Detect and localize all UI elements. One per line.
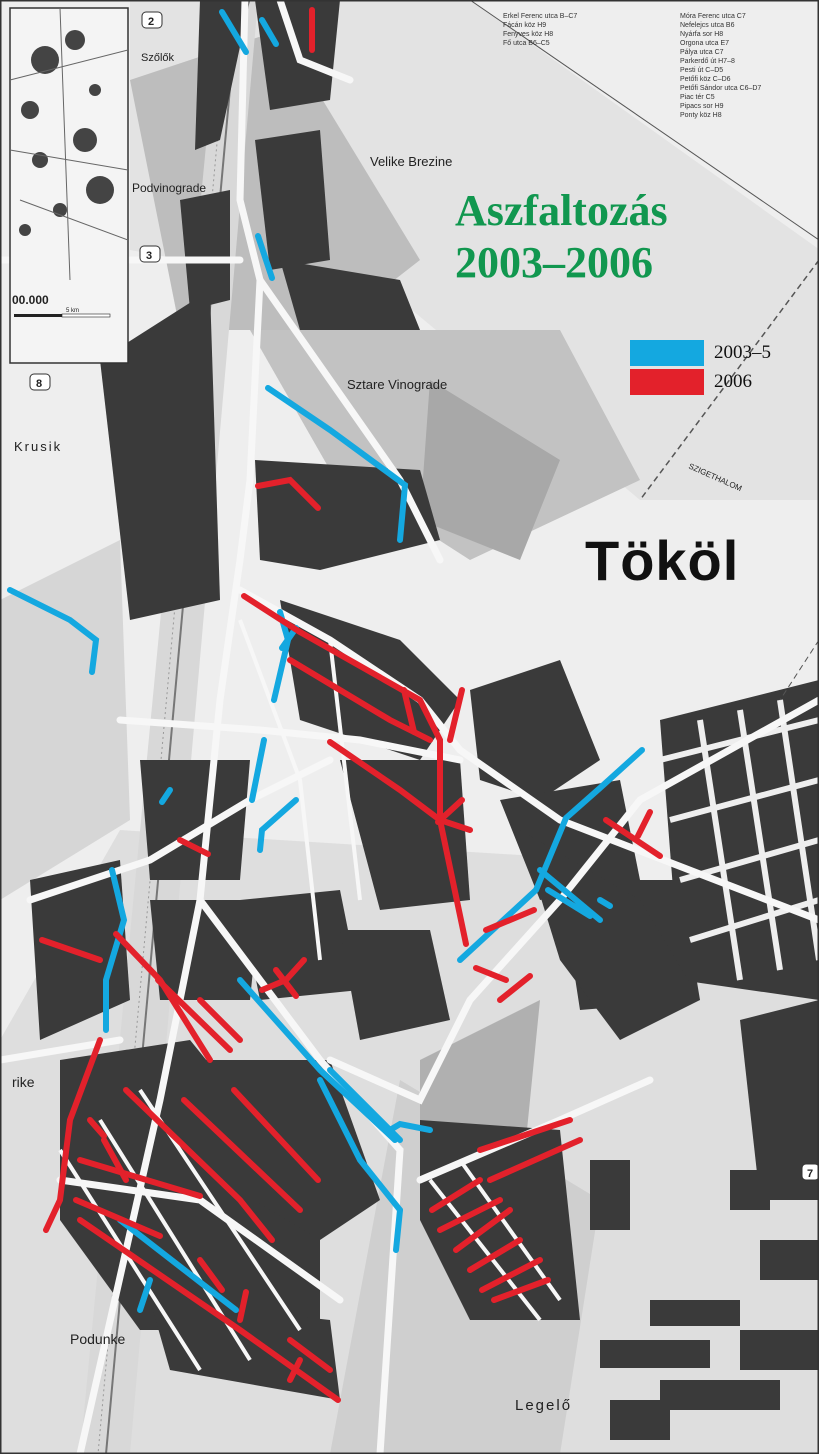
legend-item-2006: 2006	[630, 367, 771, 396]
inset-scale-label: 00.000	[12, 293, 49, 307]
svg-text:3: 3	[146, 250, 152, 262]
street-index-left: Erkel Ferenc utca B–C7 Fácán köz H9 Feny…	[503, 12, 577, 48]
street-index-entry: Petőfi Sándor utca C6–D7	[680, 85, 762, 92]
street-index-entry: Nefelejcs utca B6	[680, 22, 735, 29]
legend-swatch-2003-5	[630, 339, 704, 366]
label-podunke: Podunke	[70, 1331, 125, 1347]
street-index-entry: Fő utca B6–C5	[503, 40, 550, 47]
street-index-right: Móra Ferenc utca C7 Nefelejcs utca B6 Ny…	[680, 12, 761, 120]
map-title-line-1: Aszfaltozás	[455, 186, 668, 235]
street-index-entry: Parkerdő út H7–8	[680, 58, 735, 65]
label-velike-brezine: Velike Brezine	[370, 154, 452, 169]
label-podvinograde: Podvinograde	[132, 181, 206, 195]
town-name: Tököl	[585, 529, 740, 592]
inset-scale-unit: 5 km	[66, 308, 79, 314]
street-index-entry: Fácán köz H9	[503, 22, 547, 29]
street-index-entry: Orgona utca E7	[680, 40, 730, 47]
legend-swatch-2006	[630, 368, 704, 395]
svg-text:7: 7	[807, 1168, 813, 1180]
label-rike: rike	[12, 1074, 35, 1090]
street-index-entry: Piac tér C5	[680, 94, 715, 101]
legend-label-2006: 2006	[714, 370, 752, 392]
street-index-entry: Petőfi köz C–D6	[680, 76, 731, 83]
label-szolok: Szőlők	[141, 52, 175, 64]
legend: 2003–5 2006	[630, 338, 771, 396]
street-index-entry: Móra Ferenc utca C7	[680, 13, 746, 20]
paving-2006-lines	[39, 7, 663, 1403]
road-marker-2: 2	[141, 11, 163, 29]
street-index-entry: Ponty köz H8	[680, 112, 722, 119]
road-marker-7: 7	[801, 1163, 819, 1181]
label-legelo: Legelő	[515, 1397, 572, 1414]
street-index-entry: Nyárfa sor H8	[680, 31, 724, 38]
map-title: Aszfaltozás 2003–2006	[455, 185, 668, 289]
label-sztare-vinograde: Sztare Vinograde	[347, 377, 447, 392]
street-index-entry: Erkel Ferenc utca B–C7	[503, 13, 578, 20]
street-index-entry: Pipacs sor H9	[680, 103, 724, 110]
road-marker-3: 3	[139, 245, 161, 263]
label-krusik: Krusik	[14, 439, 62, 454]
street-index-entry: Pesti út C–D5	[680, 67, 724, 74]
legend-item-2003-5: 2003–5	[630, 338, 771, 367]
road-marker-8: 8	[29, 373, 51, 391]
map-title-line-2: 2003–2006	[455, 238, 653, 287]
street-index-entry: Pálya utca C7	[680, 49, 724, 56]
legend-label-2003-5: 2003–5	[714, 341, 771, 363]
street-index-entry: Fenyves köz H8	[503, 31, 554, 38]
svg-text:8: 8	[36, 378, 42, 390]
svg-text:2: 2	[148, 16, 154, 28]
